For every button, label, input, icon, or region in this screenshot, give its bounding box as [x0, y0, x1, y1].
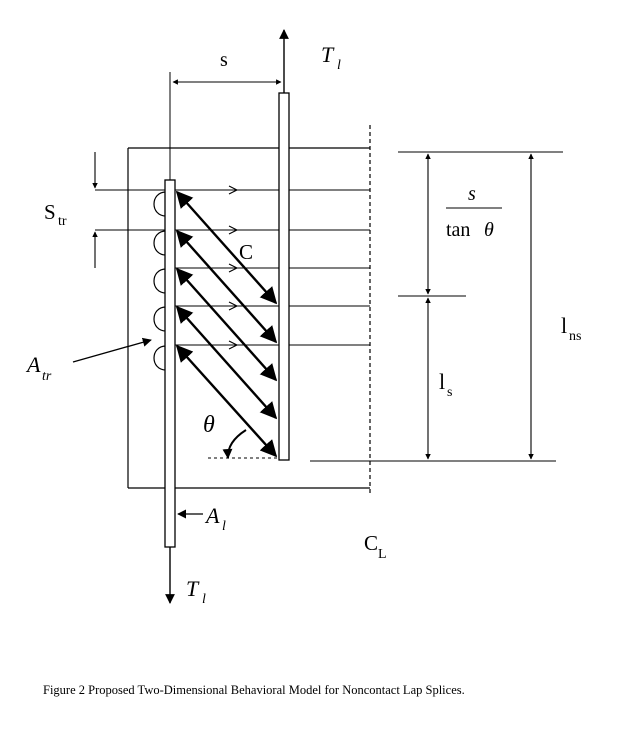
svg-text:l: l — [561, 313, 567, 338]
label-T-top: T l — [321, 42, 341, 73]
svg-text:tr: tr — [42, 369, 52, 384]
label-s-top: s — [220, 49, 228, 71]
right-bar — [278, 92, 290, 461]
label-A-tr: A tr — [25, 352, 52, 384]
label-l-ns: l ns — [561, 313, 581, 344]
label-C-strut: C — [239, 240, 253, 264]
stirrup-loops — [153, 191, 167, 371]
svg-text:A: A — [25, 352, 41, 377]
label-S-tr: S tr — [44, 200, 67, 229]
label-A-l: A l — [204, 503, 226, 534]
compression-struts — [175, 190, 278, 458]
svg-text:L: L — [378, 547, 387, 562]
transverse-lines — [95, 185, 370, 350]
label-s-over-tan-theta: s tan θ — [446, 183, 494, 241]
label-theta: θ — [203, 412, 215, 438]
theta-arc — [222, 429, 247, 459]
svg-text:s: s — [447, 385, 452, 400]
svg-text:T: T — [321, 42, 335, 67]
svg-text:θ: θ — [484, 219, 494, 241]
svg-text:A: A — [204, 503, 220, 528]
label-C-L: C L — [364, 531, 387, 562]
label-l-s: l s — [439, 369, 452, 400]
svg-text:l: l — [222, 519, 226, 534]
svg-text:ns: ns — [569, 329, 581, 344]
svg-text:s: s — [468, 183, 476, 205]
atr-pointer — [72, 337, 152, 363]
svg-text:l: l — [202, 592, 206, 607]
svg-text:T: T — [186, 576, 200, 601]
svg-text:C: C — [364, 531, 378, 555]
svg-text:S: S — [44, 200, 56, 224]
figure-caption: Figure 2 Proposed Two-Dimensional Behavi… — [43, 683, 465, 697]
svg-text:tan: tan — [446, 219, 470, 241]
svg-text:l: l — [439, 369, 445, 394]
svg-text:tr: tr — [58, 214, 67, 229]
label-T-bottom: T l — [186, 576, 206, 607]
svg-text:l: l — [337, 58, 341, 73]
section-outline — [127, 147, 370, 489]
right-dimension-lines — [310, 151, 563, 462]
left-bar — [164, 179, 176, 548]
